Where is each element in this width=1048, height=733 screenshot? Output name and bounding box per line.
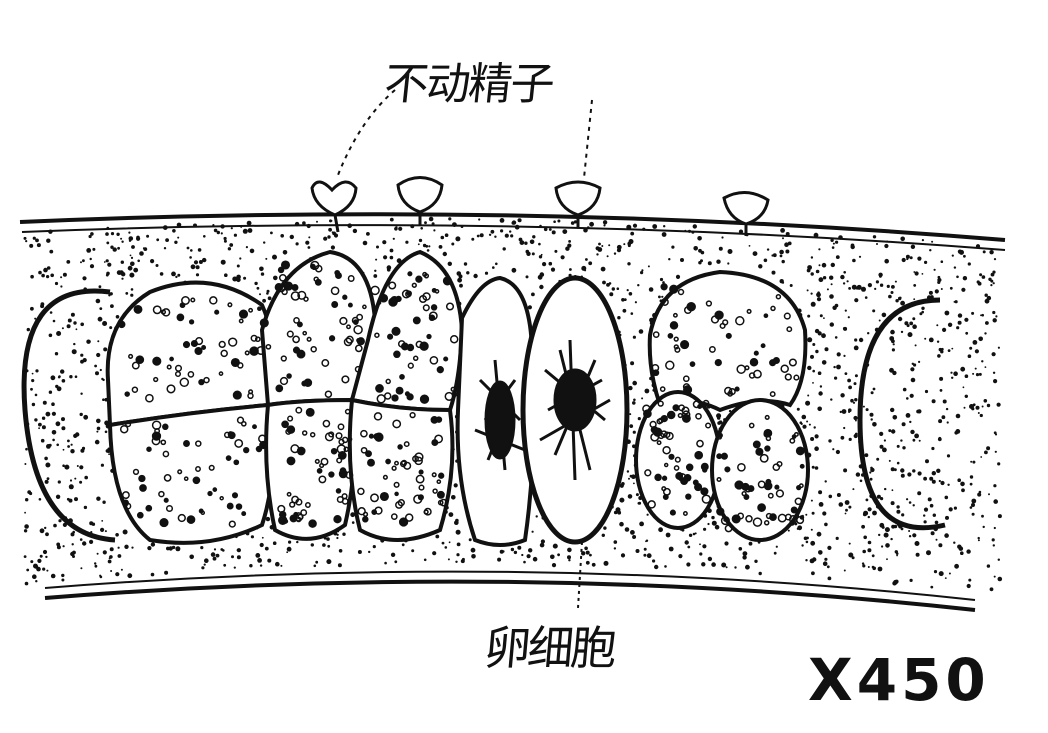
label-egg-cell: 卵细胞 xyxy=(482,612,617,678)
leader-line-right xyxy=(584,100,592,178)
magnification-label: X450 xyxy=(808,646,990,714)
sperm-head-2 xyxy=(398,178,442,227)
label-immotile-sperm: 不动精子 xyxy=(382,48,557,112)
cell-center-left-top xyxy=(352,252,462,410)
leader-line-bottom xyxy=(578,542,582,608)
sperm-head-4 xyxy=(724,192,768,236)
left-lumen-arc xyxy=(24,291,115,540)
sperm-head-3 xyxy=(556,182,600,228)
